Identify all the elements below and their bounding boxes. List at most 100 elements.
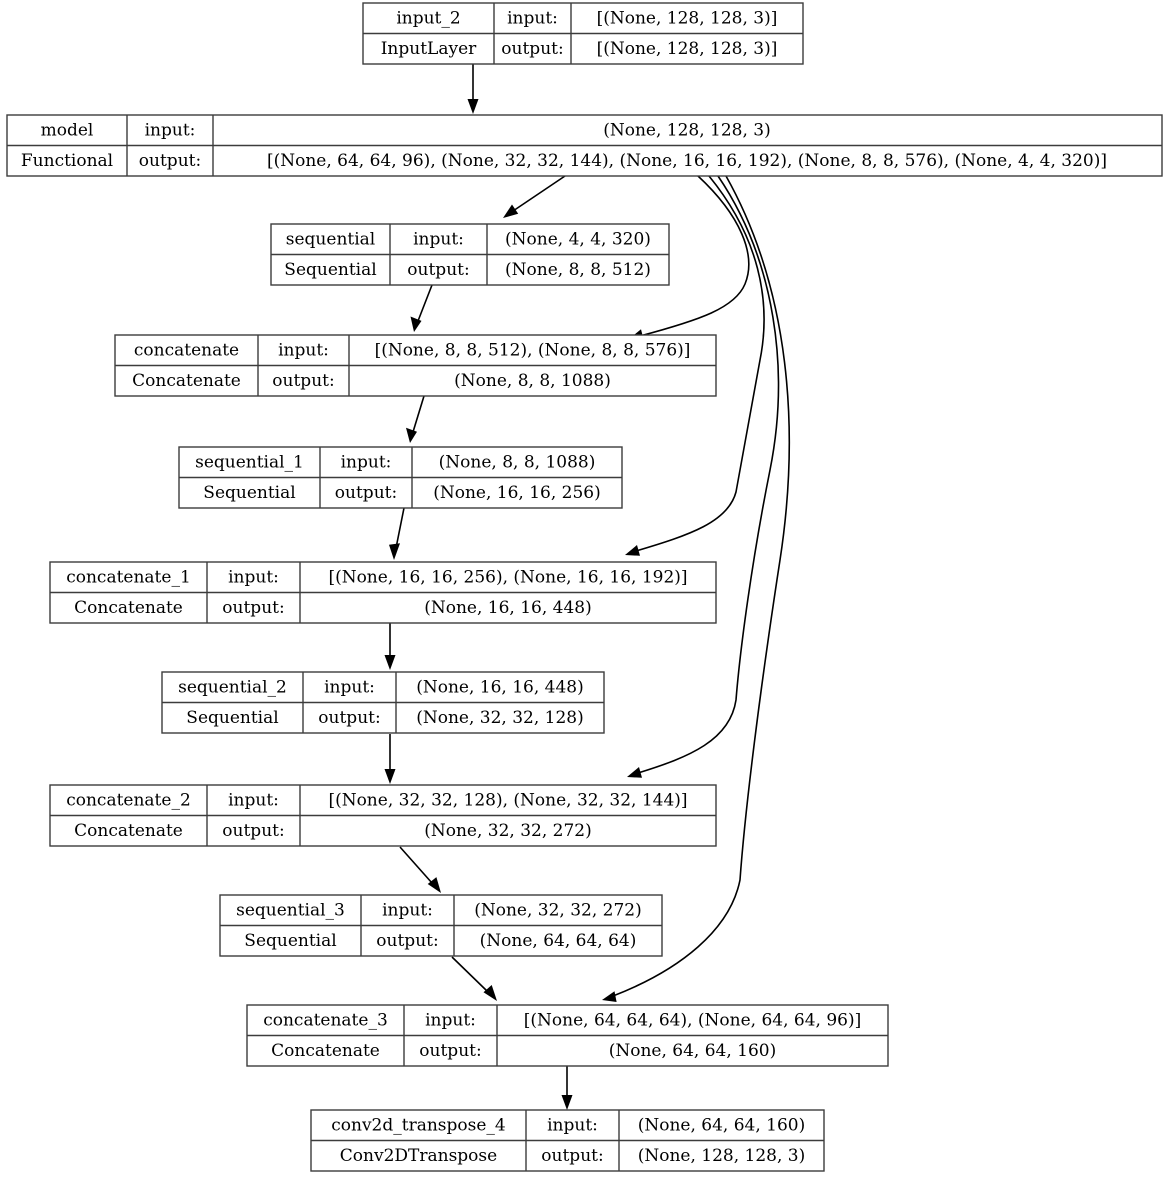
arrowhead-icon [625,545,640,556]
node-layer: input_2 InputLayer input: output: [(None… [6,2,1163,1172]
node-name-label: sequential [286,230,375,250]
node-class-label: Conv2DTranspose [340,1146,497,1166]
node-sequential_2[interactable]: sequential_2 Sequential input: output: (… [161,671,605,734]
row-label-output: output: [501,39,563,59]
node-name-label: sequential_3 [236,901,345,921]
node-output-shape: [(None, 128, 128, 3)] [597,39,778,59]
row-label-input: input: [547,1116,598,1136]
edge-model-to-concatenate2 [627,175,780,778]
arrowhead-icon [389,543,400,560]
edge-concatenate1-to-sequential2 [384,622,396,670]
row-label-output: output: [222,598,284,618]
edge-sequential2-to-concatenate2 [384,734,396,784]
node-output-shape: (None, 32, 32, 128) [416,708,584,728]
edge-model-to-concatenate3 [602,175,791,1002]
node-input-shape: (None, 32, 32, 272) [474,901,642,921]
node-name-label: concatenate [134,341,239,361]
edge-model-to-sequential [503,175,566,218]
row-label-output: output: [419,1041,481,1061]
row-label-input: input: [145,121,196,141]
node-concatenate_3[interactable]: concatenate_3 Concatenate input: output:… [246,1004,889,1067]
node-name-label: concatenate_2 [66,791,191,811]
edge-sequential1-to-concatenate1 [389,507,405,560]
node-input-shape: [(None, 32, 32, 128), (None, 32, 32, 144… [328,791,687,811]
node-input-shape: [(None, 64, 64, 64), (None, 64, 64, 96)] [524,1011,861,1031]
node-output-shape: (None, 16, 16, 256) [433,483,601,503]
node-class-label: Sequential [186,708,278,728]
node-input-shape: [(None, 128, 128, 3)] [597,9,778,29]
row-label-input: input: [382,901,433,921]
node-output-shape: (None, 8, 8, 1088) [454,371,611,391]
node-sequential_3[interactable]: sequential_3 Sequential input: output: (… [219,894,663,957]
node-name-label: sequential_1 [195,453,304,473]
row-label-input: input: [278,341,329,361]
arrowhead-icon [627,767,642,778]
edge-sequential3-to-concatenate3 [451,956,497,1001]
node-input-shape: (None, 16, 16, 448) [416,678,584,698]
row-label-input: input: [228,568,279,588]
row-label-output: output: [318,708,380,728]
row-label-input: input: [413,230,464,250]
edge-input2-to-model [467,64,479,114]
node-name-label: concatenate_1 [66,568,191,588]
node-sequential[interactable]: sequential Sequential input: output: (No… [270,223,670,286]
node-output-shape: [(None, 64, 64, 96), (None, 32, 32, 144)… [267,151,1107,171]
edge-model-to-concatenate1 [625,175,765,556]
row-label-input: input: [425,1011,476,1031]
node-class-label: Functional [21,151,113,171]
node-input_2[interactable]: input_2 InputLayer input: output: [(None… [362,2,804,65]
arrowhead-icon [561,1095,573,1110]
node-output-shape: (None, 32, 32, 272) [424,821,592,841]
arrowhead-icon [406,427,417,443]
edge-concatenate3-to-conv2dtranspose4 [561,1066,573,1110]
arrowhead-icon [384,655,396,670]
edge-concatenate2-to-sequential3 [399,846,441,893]
node-input-shape: (None, 64, 64, 160) [638,1116,806,1136]
arrowhead-icon [483,985,497,1001]
node-name-label: model [41,121,94,141]
edge-concatenate-to-sequential1 [406,395,425,443]
arrowhead-icon [410,316,422,332]
node-output-shape: (None, 16, 16, 448) [424,598,592,618]
row-label-output: output: [222,821,284,841]
edge-sequential-to-concatenate [410,284,433,332]
node-input-shape: [(None, 8, 8, 512), (None, 8, 8, 576)] [375,341,691,361]
row-label-output: output: [376,931,438,951]
row-label-input: input: [324,678,375,698]
node-name-label: concatenate_3 [263,1011,388,1031]
node-concatenate[interactable]: concatenate Concatenate input: output: [… [114,334,717,397]
row-label-output: output: [541,1146,603,1166]
arrowhead-icon [503,204,519,218]
row-label-input: input: [341,453,392,473]
node-input-shape: (None, 4, 4, 320) [505,230,651,250]
node-name-label: sequential_2 [178,678,287,698]
node-output-shape: (None, 64, 64, 160) [609,1041,777,1061]
node-sequential_1[interactable]: sequential_1 Sequential input: output: (… [178,446,623,509]
arrowhead-icon [602,991,617,1002]
node-concatenate_2[interactable]: concatenate_2 Concatenate input: output:… [49,784,717,847]
node-conv2d_transpose_4[interactable]: conv2d_transpose_4 Conv2DTranspose input… [310,1109,825,1172]
node-class-label: Sequential [284,260,376,280]
node-name-label: input_2 [396,9,460,29]
node-model[interactable]: model Functional input: output: (None, 1… [6,114,1163,177]
arrowhead-icon [467,99,479,114]
arrowhead-icon [384,769,396,784]
row-label-output: output: [139,151,201,171]
node-class-label: Concatenate [74,598,183,618]
node-concatenate_1[interactable]: concatenate_1 Concatenate input: output:… [49,561,717,624]
node-output-shape: (None, 128, 128, 3) [638,1146,806,1166]
node-input-shape: (None, 128, 128, 3) [603,121,771,141]
row-label-output: output: [407,260,469,280]
node-output-shape: (None, 64, 64, 64) [480,931,637,951]
node-class-label: Concatenate [271,1041,380,1061]
node-name-label: conv2d_transpose_4 [331,1116,506,1136]
node-input-shape: (None, 8, 8, 1088) [439,453,596,473]
node-class-label: Concatenate [132,371,241,391]
row-label-input: input: [507,9,558,29]
node-class-label: Sequential [203,483,295,503]
arrowhead-icon [427,877,441,893]
node-input-shape: [(None, 16, 16, 256), (None, 16, 16, 192… [328,568,687,588]
node-class-label: InputLayer [381,39,477,59]
